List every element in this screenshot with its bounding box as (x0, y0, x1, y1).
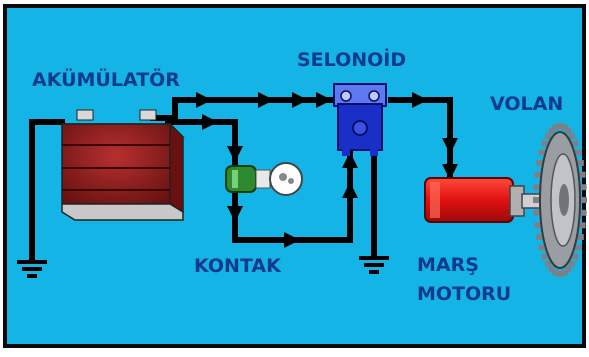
ignition-key-icon (225, 162, 303, 196)
gear-tooth (552, 124, 559, 131)
battery-icon (60, 109, 185, 221)
flow-arrow (284, 232, 300, 248)
gear-tooth (552, 269, 559, 276)
gear-tooth (581, 197, 587, 203)
gear-tooth (536, 234, 543, 240)
flow-arrow (258, 92, 274, 108)
gear-tooth (538, 244, 545, 251)
gear-tooth (557, 271, 563, 277)
gear-tooth (580, 184, 587, 191)
gear-tooth (575, 244, 582, 251)
ground-symbol-icon (17, 260, 47, 278)
ignition-label: KONTAK (194, 255, 282, 277)
flow-arrow (196, 92, 212, 108)
flow-arrow (342, 152, 358, 168)
gear-tooth (572, 140, 579, 147)
gear-tooth (579, 171, 586, 178)
gear-tooth (577, 160, 584, 166)
gear-tooth (572, 253, 579, 260)
flywheel-label: VOLAN (490, 93, 563, 115)
solenoid-label: SELONOİD (297, 47, 406, 71)
starter-motor-icon (424, 177, 541, 223)
gear-tooth (548, 127, 555, 134)
gear-tooth (565, 266, 572, 273)
gear-tooth (575, 149, 582, 156)
flow-arrow (442, 138, 458, 154)
gear-tooth (533, 197, 539, 203)
gear-tooth (534, 171, 541, 178)
main-cable-wire (150, 97, 335, 121)
starter-label-line1: MARŞ (417, 254, 479, 276)
flow-arrow (227, 146, 243, 162)
gear-tooth (538, 149, 545, 156)
gear-tooth (561, 124, 568, 131)
labels: AKÜMÜLATÖR SELONOİD VOLAN KONTAK MARŞ MO… (32, 47, 563, 305)
gear-tooth (577, 234, 584, 240)
flywheel-gear-icon (533, 123, 587, 277)
gear-tooth (545, 132, 551, 139)
flow-arrow (202, 114, 218, 130)
gear-tooth (541, 253, 548, 260)
flow-arrow (412, 92, 428, 108)
gear-tooth (548, 266, 555, 273)
flow-arrow (292, 92, 308, 108)
ground-symbol-icon (359, 256, 389, 274)
gear-tooth (533, 209, 540, 216)
flow-arrow (227, 206, 243, 222)
gear-tooth (541, 140, 548, 147)
gear-tooth (565, 127, 572, 134)
battery-label: AKÜMÜLATÖR (32, 67, 180, 91)
flow-arrow (442, 164, 458, 180)
current-flow-arrows (196, 92, 458, 248)
solenoid-icon (333, 83, 387, 156)
gear-tooth (534, 222, 541, 229)
gear-tooth (579, 222, 586, 229)
flow-arrow (316, 92, 332, 108)
gear-tooth (545, 261, 551, 268)
battery-ground-wire (29, 119, 65, 262)
gear-tooth (561, 269, 568, 276)
gear-tooth (533, 184, 540, 191)
gear-tooth (569, 261, 575, 268)
gear-tooth (557, 123, 563, 129)
gear-tooth (569, 132, 575, 139)
gear-tooth (580, 209, 587, 216)
starter-label-line2: MOTORU (417, 283, 511, 305)
flow-arrow (342, 182, 358, 198)
gear-tooth (536, 160, 543, 166)
